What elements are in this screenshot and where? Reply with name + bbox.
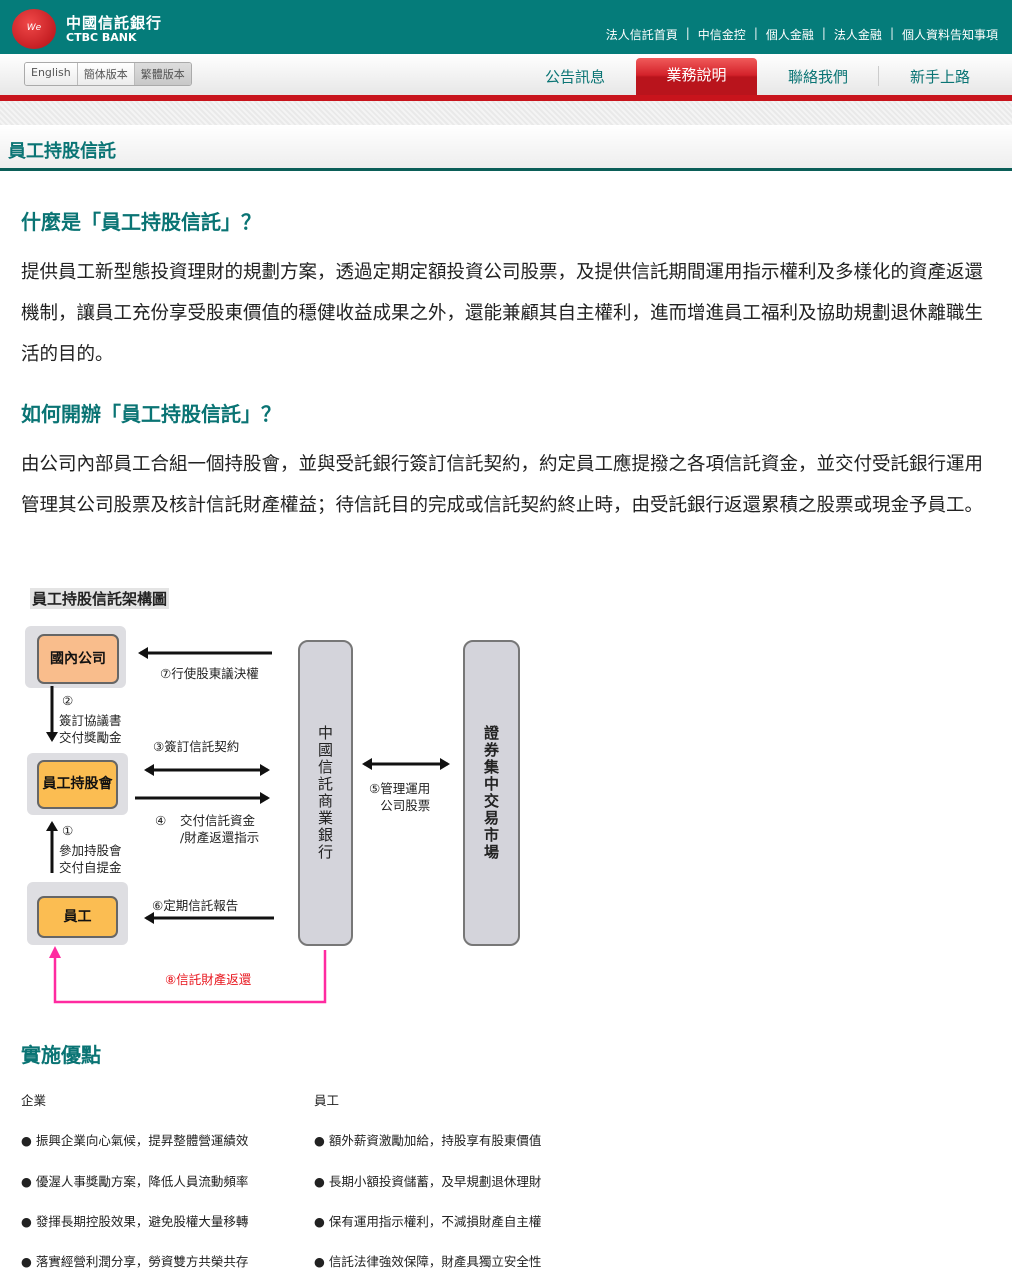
company-label: 國內公司 <box>37 634 119 684</box>
employee-item: ● 長期小額投資儲蓄，及早規劃退休理財 <box>314 1174 542 1189</box>
arrow-8 <box>49 946 327 1004</box>
lang-english[interactable]: English <box>25 63 78 85</box>
employee-item: ● 信託法律強效保障，財產具獨立安全性 <box>314 1254 542 1269</box>
top-link[interactable]: 中信金控 <box>697 28 746 42</box>
step2-label: 簽訂協議書交付獎勵金 <box>59 713 122 745</box>
red-bar <box>0 95 1012 101</box>
enterprise-item: ● 發揮長期控股效果，避免股權大量移轉 <box>21 1214 249 1229</box>
step6-label: ⑥定期信託報告 <box>152 898 239 913</box>
enterprise-label: 企業 <box>21 1093 47 1108</box>
top-link[interactable]: 個人金融 <box>765 28 814 42</box>
section-body: 提供員工新型態投資理財的規劃方案，透過定期定額投資公司股票，及提供信託期間運用指… <box>21 262 984 365</box>
employee-item: ● 保有運用指示權利，不減損財產自主權 <box>314 1214 542 1229</box>
step2-num: ② <box>62 693 74 708</box>
section-heading: 如何開辦「員工持股信託」？ <box>21 402 281 426</box>
lang-traditional[interactable]: 繁體版本 <box>134 63 191 85</box>
step1-num: ① <box>62 823 74 838</box>
top-header <box>0 0 1012 54</box>
section-heading: 什麼是「員工持股信託」？ <box>21 210 261 234</box>
employee-label: 員工 <box>314 1093 340 1108</box>
page-title-bar <box>0 125 1012 171</box>
bank-name-zh: 中國信託銀行 <box>66 14 163 32</box>
employee-item: ● 額外薪資激勵加給，持股享有股東價值 <box>314 1133 542 1148</box>
section-body: 由公司內部員工合組一個持股會，並與受託銀行簽訂信託契約，約定員工應提撥之各項信託… <box>21 454 984 516</box>
pattern-band <box>0 101 1012 125</box>
lang-simplified[interactable]: 簡体版本 <box>77 63 135 85</box>
top-link[interactable]: 法人金融 <box>833 28 882 42</box>
enterprise-item: ● 優渥人事獎勵方案，降低人員流動頻率 <box>21 1174 249 1189</box>
nav-services[interactable]: 業務說明 <box>636 58 757 96</box>
page-title: 員工持股信託 <box>8 141 116 162</box>
nav-contact[interactable]: 聯絡我們 <box>787 68 848 86</box>
nav-divider <box>878 66 879 86</box>
step3-label: ③簽訂信託契約 <box>153 739 240 754</box>
step4-num: ④ <box>155 813 167 828</box>
language-switcher: English 簡体版本 繁體版本 <box>24 62 192 86</box>
step4-label: 交付信託資金/財產返還指示 <box>180 813 260 845</box>
employee-label: 員工 <box>37 896 118 938</box>
nav-getting-started[interactable]: 新手上路 <box>909 68 970 86</box>
step5-label: ⑤管理運用公司股票 <box>369 781 431 813</box>
diagram-title: 員工持股信託架構圖 <box>30 588 170 609</box>
enterprise-item: ● 落實經營利潤分享，勞資雙方共榮共存 <box>21 1254 249 1269</box>
step8-label: ⑧信託財產返還 <box>165 972 252 987</box>
top-links: 法人信託首頁| 中信金控| 個人金融| 法人金融| 個人資料告知事項 <box>605 26 998 42</box>
nav-announcements[interactable]: 公告訊息 <box>544 68 605 86</box>
diagram-arrows <box>46 647 450 1004</box>
top-link[interactable]: 法人信託首頁 <box>605 28 678 42</box>
association-label: 員工持股會 <box>37 760 118 809</box>
top-link[interactable]: 個人資料告知事項 <box>901 28 998 42</box>
bank-name-en: CTBC BANK <box>66 31 137 44</box>
step1-label: 參加持股會交付自提金 <box>59 843 122 875</box>
step7-label: ⑦行使股東議決權 <box>160 666 259 681</box>
bank-column: 中國信託商業銀行 <box>298 640 353 946</box>
market-column: 證券集中交易市場 <box>463 640 520 946</box>
benefits-heading: 實施優點 <box>21 1043 101 1067</box>
enterprise-item: ● 振興企業向心氣候，提昇整體營運績效 <box>21 1133 249 1148</box>
